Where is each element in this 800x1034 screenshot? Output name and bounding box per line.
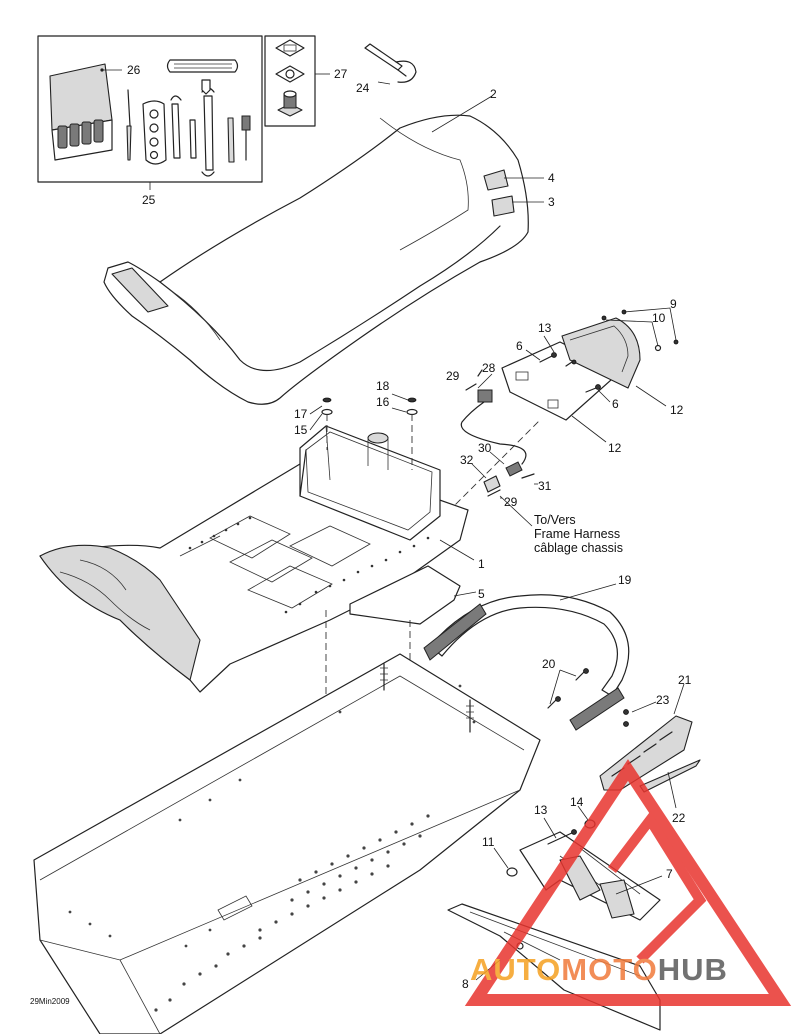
callout-14: 19 [618,573,632,587]
callout-23: 23 [656,693,670,707]
callout-9: 12 [670,403,684,417]
callout-22: 22 [672,811,686,825]
reference-code: 29Min2009 [30,997,70,1006]
callout-31: 31 [538,479,552,493]
callout-10: 9 [670,297,677,311]
callout-26: 26 [127,63,141,77]
callout-4: 4 [548,171,555,185]
callout-12-right: 16 [376,395,390,409]
callout-6-lower: 6 [612,397,619,411]
callout-20: 14 [570,795,584,809]
rear-grab-handle: 19 20 [423,573,632,731]
callout-27: 27 [334,67,348,81]
callout-24: 24 [356,81,370,95]
seat: 2 4 3 [103,87,555,405]
watermark-hub: HUB [658,952,728,987]
callout-13-right: 18 [376,379,390,393]
spanner-wrench: 24 [356,43,417,95]
callout-19: 13 [534,803,548,817]
callout-30: 30 [478,441,492,455]
gasket-kit-box: 27 [264,35,348,127]
callout-12-left: 15 [294,423,308,437]
tail-light: 9 10 13 6 6 12 12 [501,297,684,455]
harness-note-line-2: Frame Harness [534,527,620,541]
tail-light-harness: 28 29 30 32 31 29 To/Vers Frame Harness … [439,361,623,555]
callout-8: 13 [538,321,552,335]
harness-note-line-1: To/Vers [534,513,576,527]
callout-6-upper: 6 [516,339,523,353]
rear-frame: 17 15 18 16 1 [39,379,485,693]
harness-note-line-3: câblage chassis [534,541,623,555]
chassis-tunnel: 29Min2009 [30,653,541,1034]
svg-text:AUTOMOTOHUB: AUTOMOTOHUB [470,952,728,987]
callout-5: 5 [478,587,485,601]
callout-7: 12 [608,441,622,455]
callout-16: 7 [666,867,673,881]
callout-25: 25 [142,193,156,207]
callout-1: 1 [478,557,485,571]
callout-15: 20 [542,657,556,671]
callout-28: 28 [482,361,496,375]
watermark-auto: AUTO [470,952,561,987]
callout-2: 2 [490,87,497,101]
callout-11: 10 [652,311,666,325]
callout-29-lower: 29 [504,495,518,509]
callout-29-upper: 29 [446,369,460,383]
callout-32: 32 [460,453,474,467]
automotohub-watermark: AUTOMOTOHUB [464,759,792,1006]
callout-17: 8 [462,977,469,991]
callout-13-left: 17 [294,407,308,421]
callout-18: 11 [482,835,495,849]
callout-21: 21 [678,673,692,687]
tool-kit-box: 26 25 [37,35,263,207]
callout-3: 3 [548,195,555,209]
watermark-moto: MOTO [561,952,657,987]
